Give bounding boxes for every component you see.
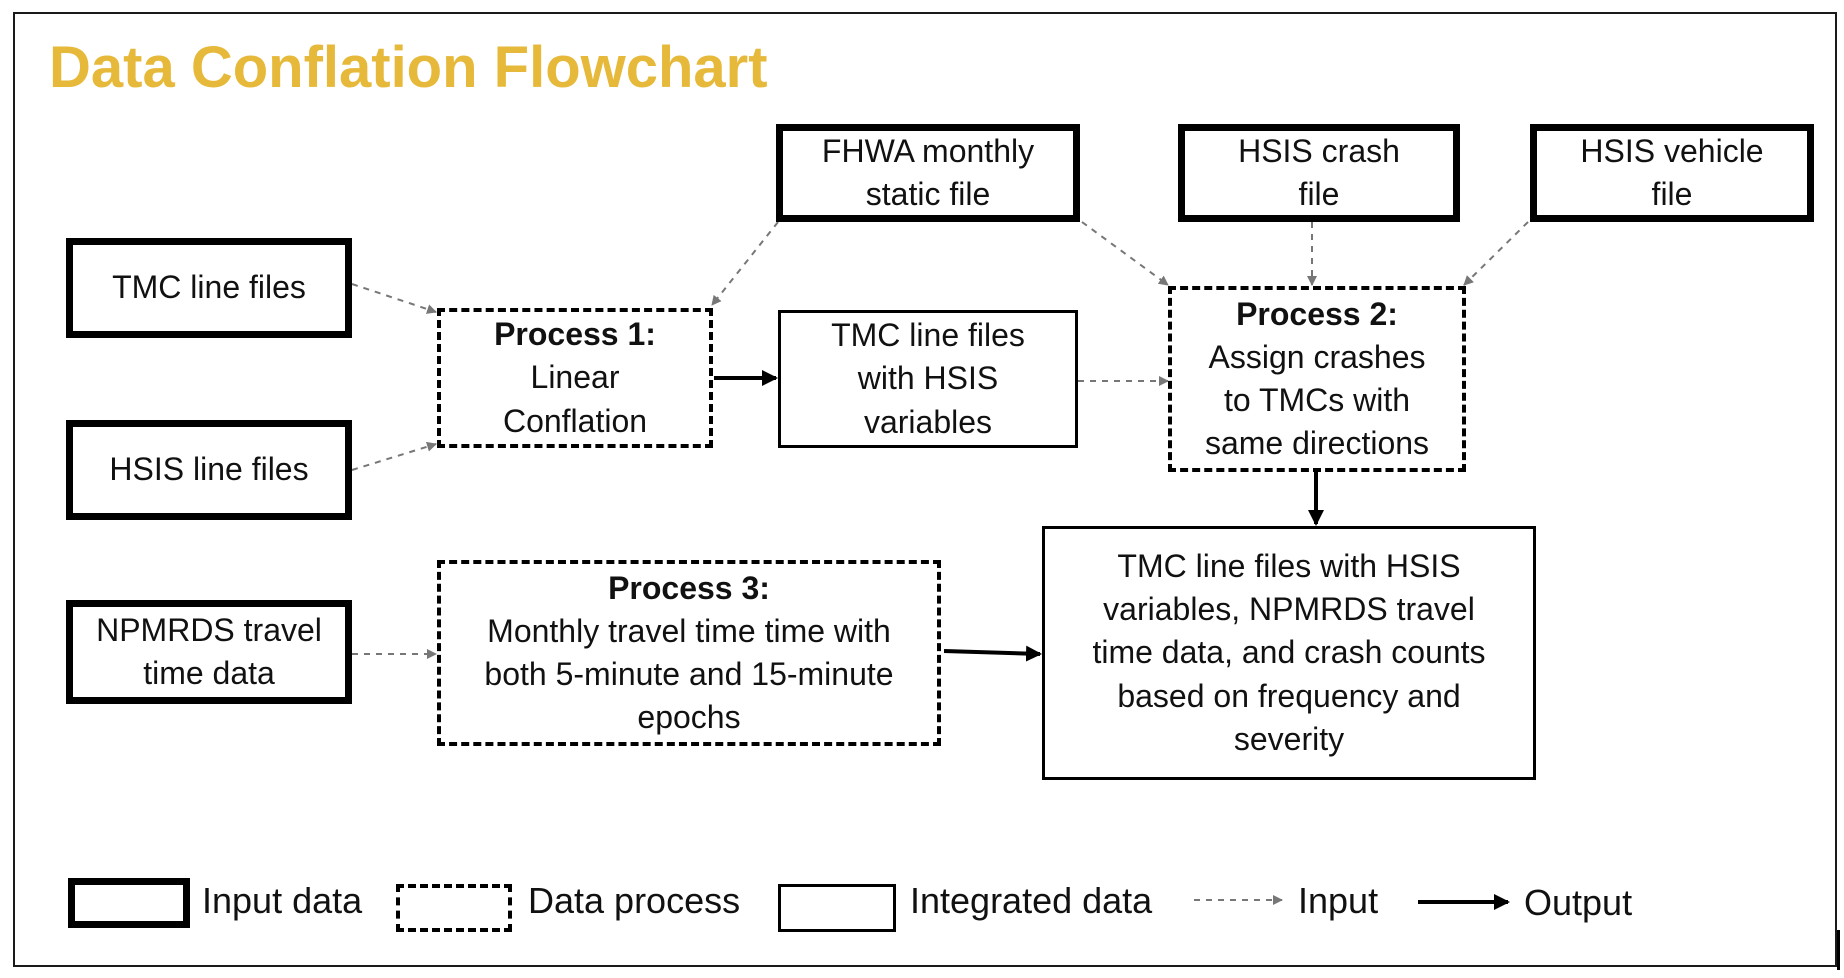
- input-npmrds: NPMRDS travel time data: [66, 600, 352, 704]
- integrated-final-output: TMC line files with HSIS variables, NPMR…: [1042, 526, 1536, 780]
- arrow-tmc-to-p1: [351, 283, 437, 314]
- process-3-box: Process 3: Monthly travel time time with…: [437, 560, 941, 746]
- integrated-tmc-hsis: TMC line files with HSIS variables: [778, 310, 1078, 448]
- process-2-box: Process 2: Assign crashes to TMCs with s…: [1168, 286, 1466, 472]
- process-2-line-1: Assign crashes: [1208, 338, 1426, 375]
- input-fhwa-static-file: FHWA monthly static file: [776, 124, 1080, 222]
- legend-output-label: Output: [1524, 882, 1633, 923]
- input-npmrds-line-2: time data: [143, 655, 275, 691]
- corner-mark: [1837, 930, 1840, 970]
- process-2-line-3: same directions: [1204, 425, 1430, 462]
- integrated-final-line-5: severity: [1233, 720, 1345, 757]
- arrow-fhwa-to-p1: [711, 221, 779, 306]
- legend-input-data-swatch: [68, 878, 190, 928]
- input-hsis-vehicle-line-2: file: [1651, 176, 1693, 212]
- input-npmrds-line-1: NPMRDS travel: [96, 611, 322, 648]
- input-hsis-vehicle-file: HSIS vehicle file: [1530, 124, 1814, 222]
- diagram-title: Data Conflation Flowchart: [49, 35, 768, 100]
- input-hsis-line-files-label: HSIS line files: [109, 451, 309, 488]
- arrow-hsis-line-to-p1: [351, 441, 437, 471]
- integrated-tmc-hsis-line-1: TMC line files: [831, 317, 1025, 354]
- process-3-line-1: Monthly travel time time with: [487, 612, 891, 649]
- legend-input-label: Input: [1298, 880, 1379, 921]
- legend-data-process-swatch: [396, 884, 512, 932]
- arrow-fhwa-to-p2: [1081, 221, 1169, 286]
- input-hsis-line-files: HSIS line files: [66, 420, 352, 520]
- input-tmc-line-files: TMC line files: [66, 238, 352, 338]
- input-hsis-vehicle-line-1: HSIS vehicle: [1580, 132, 1764, 169]
- process-3-heading: Process 3:: [608, 569, 770, 606]
- integrated-final-line-2: variables, NPMRDS travel: [1103, 591, 1475, 628]
- input-fhwa-line-1: FHWA monthly: [821, 132, 1035, 169]
- input-fhwa-line-2: static file: [865, 176, 991, 212]
- process-2-line-2: to TMCs with: [1223, 382, 1411, 418]
- integrated-final-line-3: time data, and crash counts: [1092, 634, 1486, 671]
- process-1-line-1: Linear: [530, 359, 620, 396]
- input-hsis-crash-file: HSIS crash file: [1178, 124, 1460, 222]
- diagram-frame: [13, 12, 1837, 967]
- process-3-line-2: both 5-minute and 15-minute: [484, 656, 894, 692]
- legend-data-process-label: Data process: [528, 880, 741, 921]
- arrow-p3-to-final: [943, 645, 1042, 662]
- legend-integrated-data-label: Integrated data: [910, 880, 1153, 921]
- input-hsis-crash-line-2: file: [1298, 176, 1340, 212]
- process-1-line-2: Conflation: [502, 402, 648, 439]
- legend-integrated-data-swatch: [778, 884, 896, 932]
- integrated-tmc-hsis-line-2: with HSIS: [857, 360, 999, 397]
- integrated-tmc-hsis-line-3: variables: [863, 403, 993, 440]
- process-3-line-3: epochs: [637, 699, 741, 736]
- process-1-heading: Process 1:: [494, 316, 656, 353]
- process-2-heading: Process 2:: [1236, 295, 1398, 332]
- process-1-box: Process 1: Linear Conflation: [437, 308, 713, 448]
- integrated-final-line-1: TMC line files with HSIS: [1117, 548, 1461, 585]
- arrow-vehicle-to-p2: [1463, 221, 1529, 286]
- integrated-final-line-4: based on frequency and: [1117, 677, 1461, 714]
- legend-input-data-label: Input data: [202, 880, 363, 921]
- input-hsis-crash-line-1: HSIS crash: [1238, 132, 1400, 169]
- input-tmc-line-files-label: TMC line files: [112, 269, 306, 306]
